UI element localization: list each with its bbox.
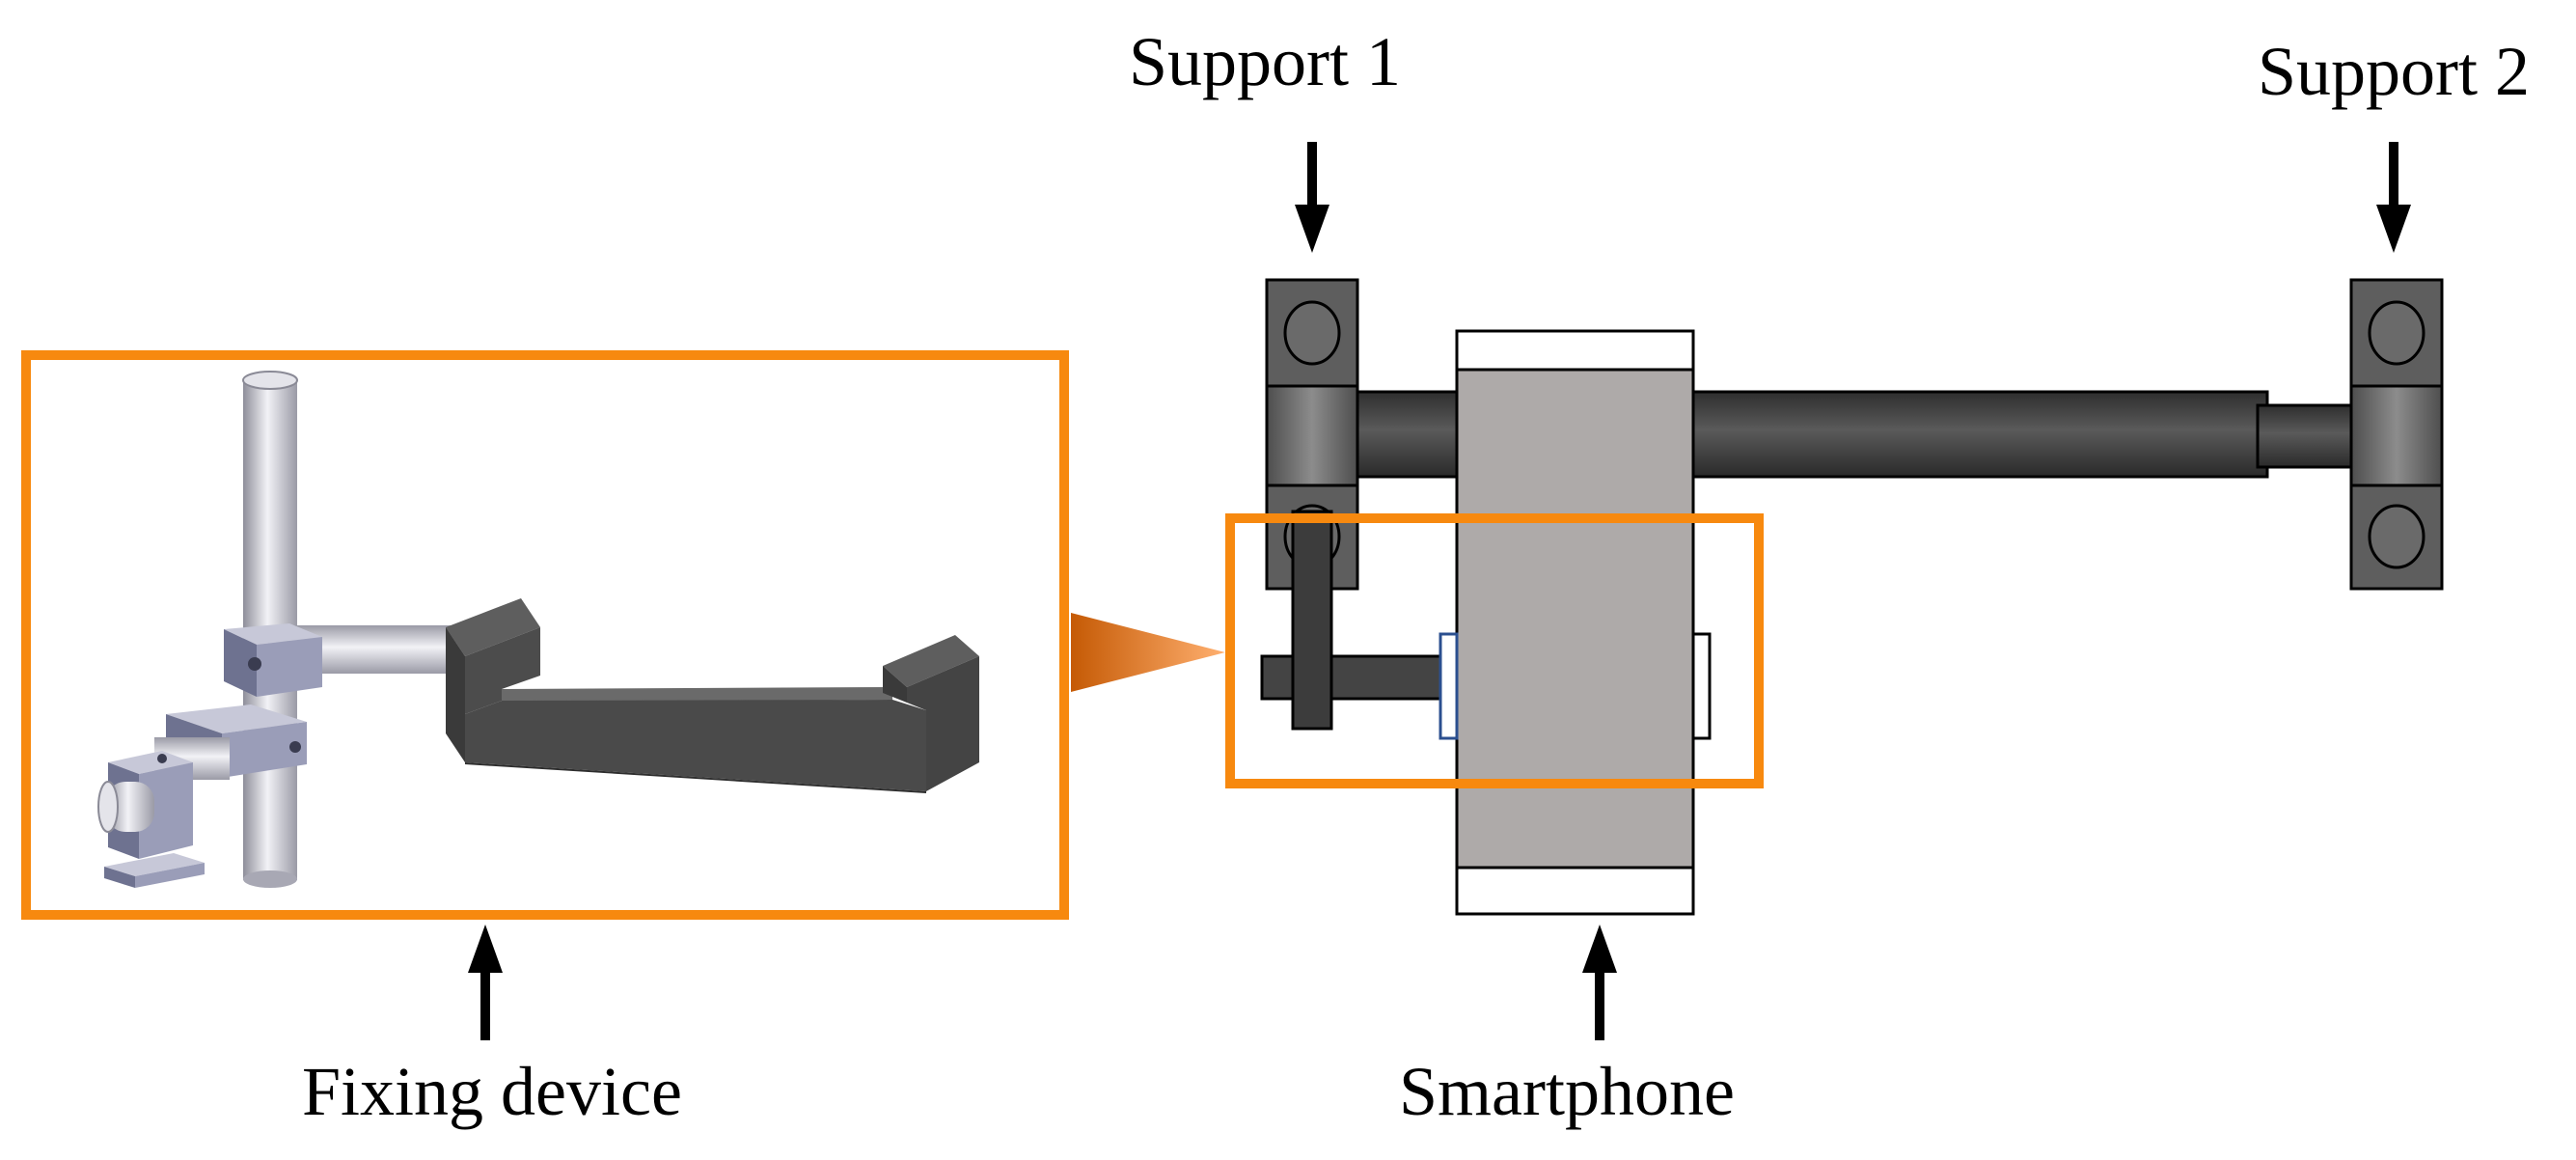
support-2 [2349, 278, 2444, 591]
support-2-label: Support 2 [2258, 33, 2531, 110]
callout-box-right [1225, 513, 1764, 788]
fixing-device-3d [97, 371, 979, 888]
fixing-device-side-view [1260, 510, 1447, 731]
callout-box-left [21, 350, 1069, 920]
fixing-device-label: Fixing device [302, 1053, 682, 1130]
arrow-support-1 [1295, 142, 1329, 253]
smartphone [1439, 329, 1712, 916]
smartphone-label: Smartphone [1399, 1053, 1735, 1130]
arrow-support-2 [2376, 142, 2411, 253]
callout-pointer [1071, 613, 1225, 692]
support-1-label: Support 1 [1129, 23, 1402, 100]
support-1 [1265, 278, 1359, 591]
arrow-smartphone [1582, 925, 1617, 1040]
arrow-fixing-device [468, 925, 503, 1040]
